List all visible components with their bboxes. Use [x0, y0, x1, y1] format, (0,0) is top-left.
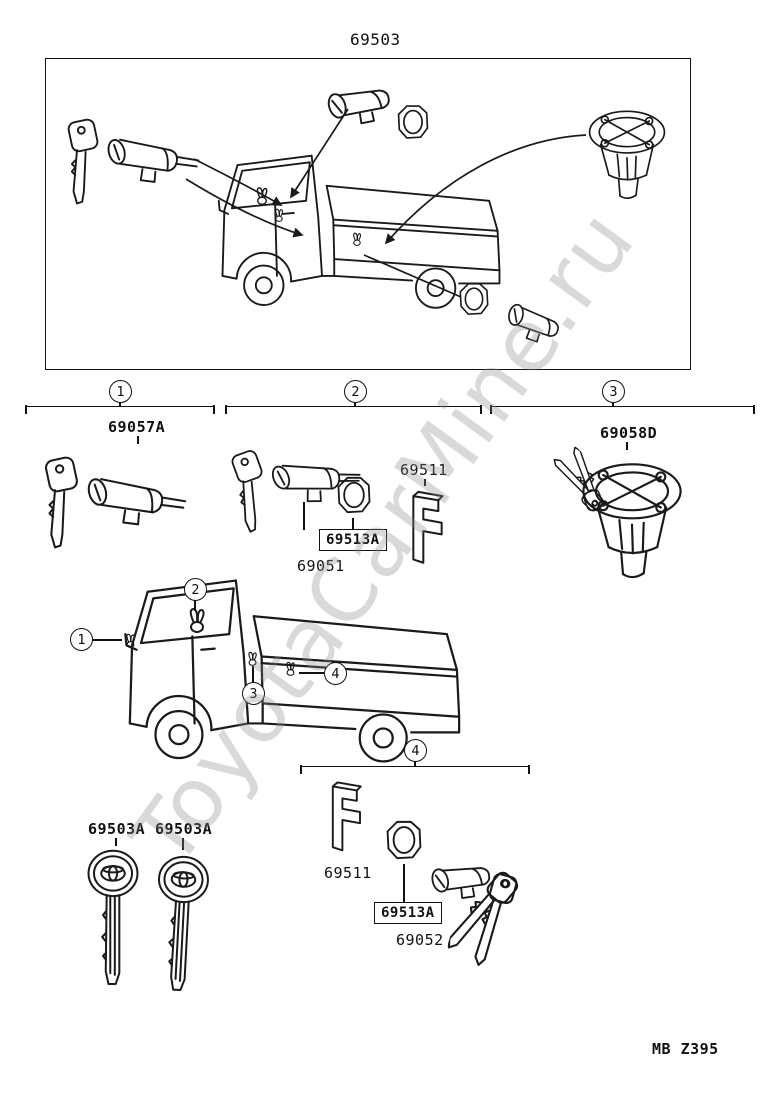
part-label-69511: 69511	[324, 864, 372, 882]
group-4-number: 4	[404, 739, 427, 762]
gasket-ring-icon	[336, 474, 372, 516]
connector-line	[137, 436, 139, 444]
part-label-69511: 69511	[400, 461, 448, 479]
truck-callout-2: 2	[184, 578, 207, 601]
group-2-number: 2	[344, 380, 367, 403]
part-label-69503A-right: 69503A	[155, 820, 213, 838]
connector-line	[115, 838, 117, 846]
callout-line	[194, 599, 196, 611]
part-label-69052: 69052	[396, 931, 444, 949]
clip-icon	[320, 778, 368, 858]
connector-line	[403, 864, 405, 902]
group-3-number: 3	[602, 380, 625, 403]
connector-line	[354, 401, 356, 407]
connector-line	[303, 502, 305, 530]
group-3-bracket	[490, 405, 755, 416]
connector-line	[119, 401, 121, 407]
truck-callout-3: 3	[242, 682, 265, 705]
figure-code: MB Z395	[652, 1040, 719, 1058]
part-label-69513A-boxed: 69513A	[319, 529, 387, 551]
truck-callout-1: 1	[70, 628, 93, 651]
fuel-cap-icon	[578, 452, 686, 590]
assembly-overview-box	[45, 58, 691, 370]
key-and-cylinder-icon	[35, 444, 195, 564]
connector-line	[352, 518, 354, 530]
mini-lock-icon	[271, 207, 287, 222]
mini-lock-icon	[244, 650, 261, 666]
connector-line	[626, 442, 628, 450]
gasket-ring-icon	[385, 818, 423, 862]
truck-callout-4: 4	[324, 662, 347, 685]
connector-line	[612, 401, 614, 407]
part-label-69057A: 69057A	[108, 418, 166, 436]
group-2-bracket	[225, 405, 482, 416]
callout-line	[299, 672, 324, 674]
callout-line	[252, 666, 254, 682]
fuel-cap-icon	[584, 103, 670, 207]
group-4-bracket	[300, 765, 530, 776]
mini-lock-icon	[182, 604, 212, 634]
connector-line	[182, 838, 184, 850]
mini-lock-icon	[282, 660, 299, 676]
master-key-blank-icon	[84, 846, 142, 996]
assembly-title: 69503	[350, 30, 401, 49]
gasket-ring-icon	[396, 103, 430, 141]
key-and-cylinder-icon	[58, 107, 208, 219]
gasket-ring-icon	[458, 281, 490, 317]
connector-line	[424, 479, 426, 486]
connector-line	[414, 760, 416, 766]
callout-line	[92, 639, 122, 641]
part-label-69503A-left: 69503A	[88, 820, 146, 838]
part-label-69058D: 69058D	[600, 424, 658, 442]
part-label-69513A-boxed: 69513A	[374, 902, 442, 924]
sub-key-blank-icon	[148, 850, 214, 1005]
mini-lock-icon	[251, 185, 273, 205]
mini-lock-icon	[349, 231, 365, 246]
truck-location-illustration	[75, 556, 495, 796]
group-1-number: 1	[109, 380, 132, 403]
part-label-69051: 69051	[297, 557, 345, 575]
group-1-bracket	[25, 405, 215, 416]
mini-lock-icon	[122, 632, 139, 648]
